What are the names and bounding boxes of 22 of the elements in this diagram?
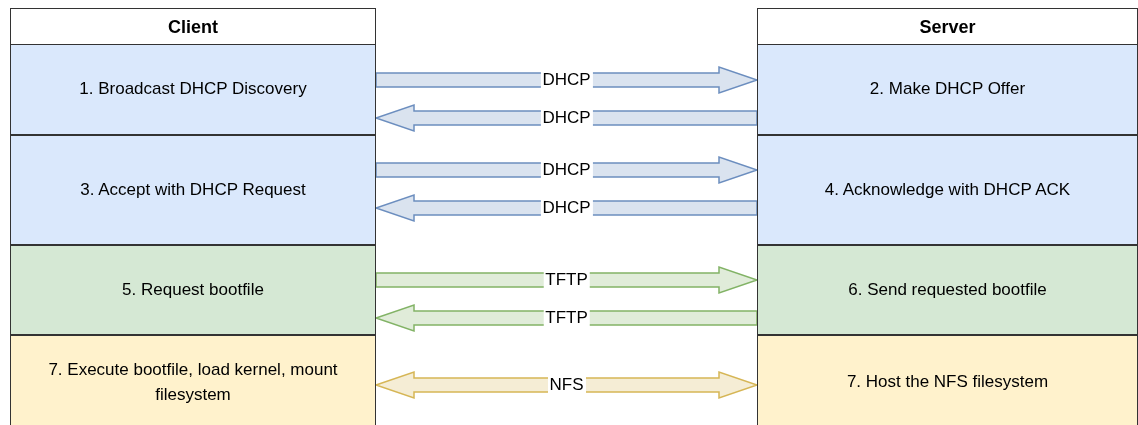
step-box: 4. Acknowledge with DHCP ACK xyxy=(757,135,1138,245)
edge-label: DHCP xyxy=(540,160,593,180)
column-panel xyxy=(10,8,376,425)
column-panel xyxy=(757,8,1138,425)
step-box: 1. Broadcast DHCP Discovery xyxy=(10,44,376,135)
column-heading: Client xyxy=(167,17,219,38)
step-box: 3. Accept with DHCP Request xyxy=(10,135,376,245)
block-arrow xyxy=(373,370,760,400)
block-arrow xyxy=(375,265,760,295)
edge-label: NFS xyxy=(547,375,586,395)
edge-label: DHCP xyxy=(540,108,593,128)
step-box: 5. Request bootfile xyxy=(10,245,376,335)
edge-label: TFTP xyxy=(543,270,590,290)
step-box: 7. Execute bootfile, load kernel, mount filesystem xyxy=(10,335,376,425)
edge-label: TFTP xyxy=(543,308,590,328)
step-box: 2. Make DHCP Offer xyxy=(757,44,1138,135)
edge-label: DHCP xyxy=(540,70,593,90)
step-box: 6. Send requested bootfile xyxy=(757,245,1138,335)
column-heading: Server xyxy=(918,17,977,38)
edge-label: DHCP xyxy=(540,198,593,218)
block-arrow xyxy=(373,303,758,333)
step-box: 7. Host the NFS filesystem xyxy=(757,335,1138,425)
